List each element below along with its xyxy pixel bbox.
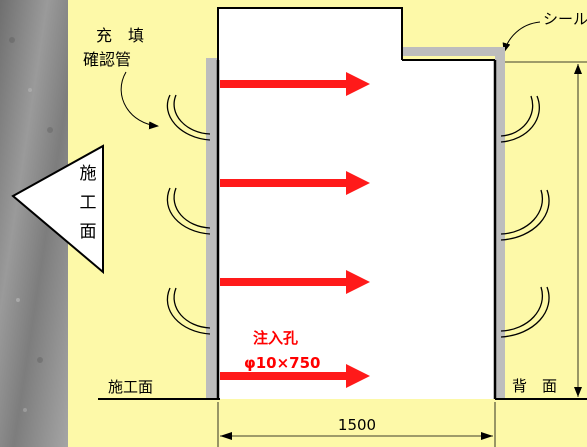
left-pipe-3-inner — [173, 287, 211, 329]
right-check-pipes — [500, 95, 550, 338]
right-pipe-3-outer — [500, 286, 550, 338]
construction-face-char-3: 面 — [80, 222, 97, 242]
left-pipe-1-inner — [173, 94, 211, 135]
top-block — [217, 7, 403, 67]
left-pipe-1-outer — [166, 94, 211, 141]
seal-top-left — [206, 58, 222, 64]
left-pipe-2-inner — [173, 187, 211, 229]
right-pipe-3-inner — [500, 286, 544, 332]
right-pipe-1-inner — [500, 95, 534, 137]
injection-arrow-2 — [220, 171, 370, 195]
seal-right — [495, 47, 505, 399]
height-arrow-top — [574, 64, 582, 74]
structure-body — [218, 60, 495, 399]
seal-label: シール — [543, 10, 587, 28]
construction-face-bottom-label: 施工面 — [108, 378, 153, 396]
seal-left — [206, 58, 218, 399]
left-check-pipes — [166, 94, 211, 335]
construction-face-char-2: 工 — [80, 193, 97, 213]
seal-top-right — [400, 47, 505, 56]
construction-face-char-1: 施 — [80, 164, 97, 184]
injection-arrow-3 — [220, 270, 370, 294]
width-arrow-right — [481, 432, 493, 440]
left-pipe-3-outer — [166, 287, 211, 335]
right-pipe-2-outer — [500, 189, 550, 241]
construction-face-arrow — [11, 144, 104, 275]
width-dimension-value: 1500 — [338, 416, 376, 434]
injection-arrows — [220, 72, 370, 388]
right-pipe-1-outer — [500, 95, 540, 143]
left-pipe-2-outer — [166, 187, 211, 235]
injection-hole-spec: φ10×750 — [244, 354, 321, 372]
injection-hole-title: 注入孔 — [253, 329, 298, 347]
width-arrow-left — [220, 432, 232, 440]
back-face-label: 背 面 — [512, 377, 557, 395]
concrete-speckles — [9, 37, 53, 412]
filling-pipe-label-line2: 確認管 — [83, 50, 131, 69]
injection-arrow-4 — [220, 364, 370, 388]
right-pipe-2-inner — [500, 189, 544, 235]
filling-pipe-label-line1: 充 填 — [96, 26, 144, 45]
injection-arrow-1 — [220, 72, 370, 96]
seal-leader — [502, 21, 541, 53]
filling-pipe-leader — [120, 71, 159, 130]
height-arrow-bottom — [574, 387, 582, 397]
